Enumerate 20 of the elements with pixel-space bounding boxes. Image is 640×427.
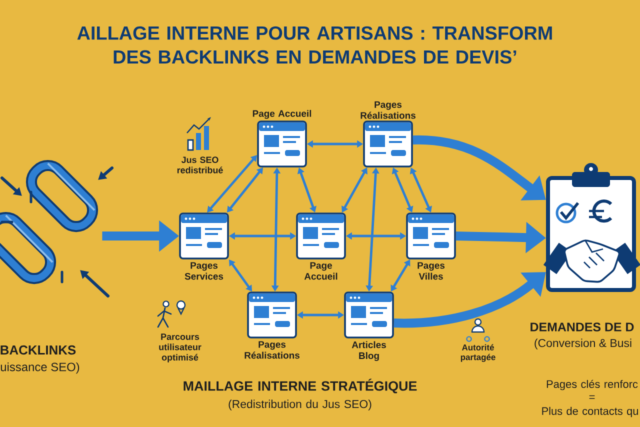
title: AILLAGE INTERNE POUR ARTISANS : TRANSFORM DES BACKLINKS EN DEMANDES DE DEVIS’ bbox=[77, 26, 552, 64]
page-label: Pages Services bbox=[184, 262, 224, 280]
page-label: Pages Réalisations bbox=[360, 101, 416, 119]
annotation-text: Parcours utilisateur optimisé bbox=[159, 334, 202, 362]
page-label: Pages Villes bbox=[418, 262, 445, 280]
annotation-text: Autorité partagée bbox=[460, 344, 496, 362]
section-subtitle: (Redistribution du Jus SEO) bbox=[228, 400, 372, 410]
annotation-text: Jus SEO redistribué bbox=[177, 156, 223, 174]
page-label: Page Accueil bbox=[252, 110, 312, 119]
node-heading: DEMANDES DE D bbox=[530, 322, 634, 332]
page-label: Page Accueil bbox=[304, 262, 338, 280]
note-text: = bbox=[589, 395, 595, 399]
node-subtitle: (Conversion & Busi bbox=[534, 338, 632, 350]
node-subtitle: uissance SEO) bbox=[0, 362, 80, 374]
section-heading: MAILLAGE INTERNE STRATÉGIQUE bbox=[184, 378, 417, 394]
note-text: Pages clés renforc bbox=[546, 380, 638, 390]
page-label: Articles Blog bbox=[352, 341, 386, 361]
note-text: Plus de contacts qu bbox=[542, 406, 638, 418]
node-heading: BACKLINKS bbox=[0, 345, 76, 355]
page-label: Pages Réalisations bbox=[244, 341, 300, 359]
